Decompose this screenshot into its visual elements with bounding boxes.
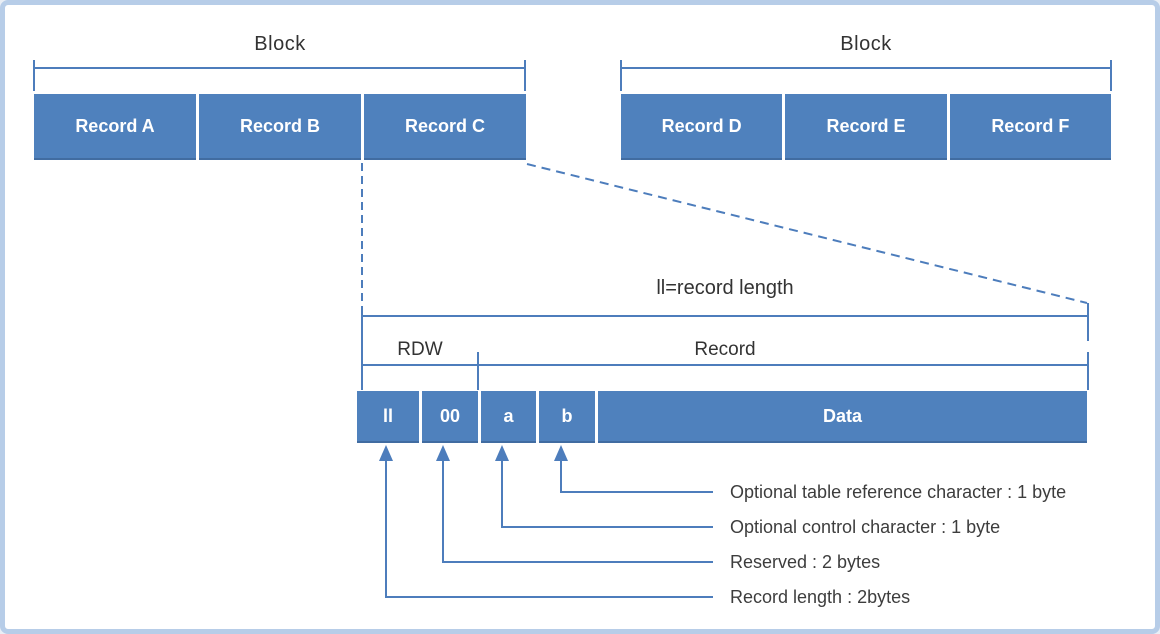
field-data-box: Data xyxy=(598,391,1087,443)
field-00-box: 00 xyxy=(422,391,478,443)
annotation-record-length: Record length : 2bytes xyxy=(730,587,911,607)
record-d-box: Record D xyxy=(621,94,783,160)
right-block-title: Block xyxy=(840,33,892,55)
right-block-row: Record D Record E Record F xyxy=(621,94,1111,160)
annotation-reserved: Reserved : 2 bytes xyxy=(730,552,881,572)
arrow-leader-ll xyxy=(385,457,713,598)
arrow-leader-a xyxy=(501,457,713,528)
record-span-label: Record xyxy=(694,339,756,360)
arrowhead-00-icon xyxy=(436,445,450,461)
arrowhead-ll-icon xyxy=(379,445,393,461)
arrowhead-a-icon xyxy=(495,445,509,461)
field-ll-box: ll xyxy=(357,391,419,443)
record-b-box: Record B xyxy=(199,94,361,160)
field-b-box: b xyxy=(539,391,595,443)
record-c-box: Record C xyxy=(364,94,526,160)
left-block-bracket xyxy=(33,60,526,91)
record-e-box: Record E xyxy=(785,94,947,160)
arrowhead-b-icon xyxy=(554,445,568,461)
annotation-table-reference: Optional table reference character : 1 b… xyxy=(730,482,1067,502)
annotation-control-character: Optional control character : 1 byte xyxy=(730,517,1001,537)
record-f-box: Record F xyxy=(949,94,1111,160)
record-a-box: Record A xyxy=(34,94,196,160)
left-block-row: Record A Record B Record C xyxy=(34,94,526,160)
arrow-leader-b xyxy=(560,457,713,493)
arrow-leader-00 xyxy=(442,457,713,563)
field-a-box: a xyxy=(481,391,536,443)
right-block-bracket xyxy=(620,60,1112,91)
left-block-title: Block xyxy=(254,33,306,55)
record-length-label: ll=record length xyxy=(656,277,794,299)
record-fields-row: ll 00 a b Data xyxy=(357,391,1087,443)
